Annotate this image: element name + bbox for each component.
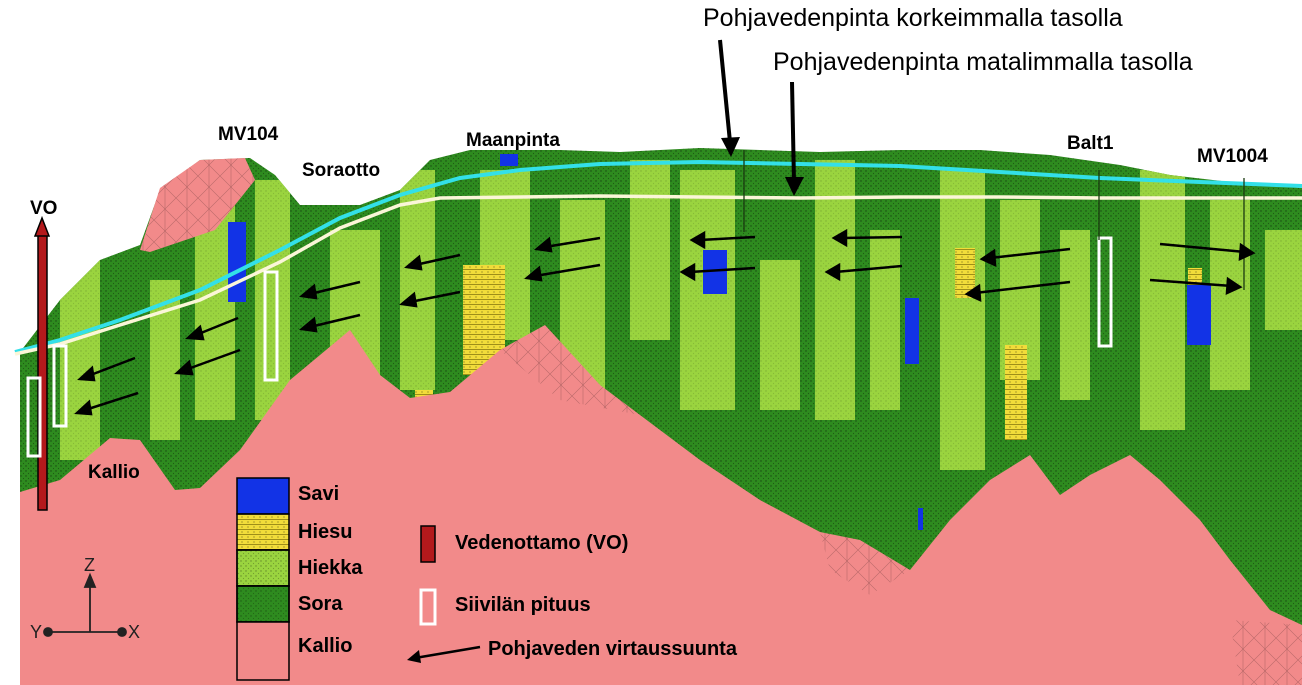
axis-label-z: Z bbox=[84, 555, 95, 576]
legend-label-siivila: Siivilän pituus bbox=[455, 594, 591, 617]
site-label-balt1: Balt1 bbox=[1067, 133, 1113, 155]
vo-arrow bbox=[35, 218, 49, 236]
site-label-maanpinta: Maanpinta bbox=[466, 130, 560, 152]
legend-label-savi: Savi bbox=[298, 483, 339, 506]
legend-swatches bbox=[237, 478, 289, 680]
legend-label-virtaus: Pohjaveden virtaussuunta bbox=[488, 638, 737, 661]
site-label-mv104: MV104 bbox=[218, 124, 278, 146]
legend-label-vedenottamo: Vedenottamo (VO) bbox=[455, 532, 628, 555]
water-table-low-label: Pohjavedenpinta matalimmalla tasolla bbox=[773, 48, 1193, 77]
legend-label-sora: Sora bbox=[298, 593, 342, 616]
site-label-kallio: Kallio bbox=[88, 462, 140, 484]
well-vo bbox=[38, 235, 47, 510]
water-table-high-label: Pohjavedenpinta korkeimmalla tasolla bbox=[703, 4, 1123, 33]
axis-label-x: X bbox=[128, 622, 140, 643]
legend-well-swatch bbox=[421, 526, 435, 562]
legend-label-hiesu: Hiesu bbox=[298, 521, 352, 544]
site-label-mv1004: MV1004 bbox=[1197, 146, 1268, 168]
site-label-soraotto: Soraotto bbox=[302, 160, 380, 182]
axis-label-y: Y bbox=[30, 622, 42, 643]
legend-label-hiekka: Hiekka bbox=[298, 557, 363, 580]
legend-label-kallio: Kallio bbox=[298, 635, 352, 658]
site-label-vo: VO bbox=[30, 198, 57, 220]
